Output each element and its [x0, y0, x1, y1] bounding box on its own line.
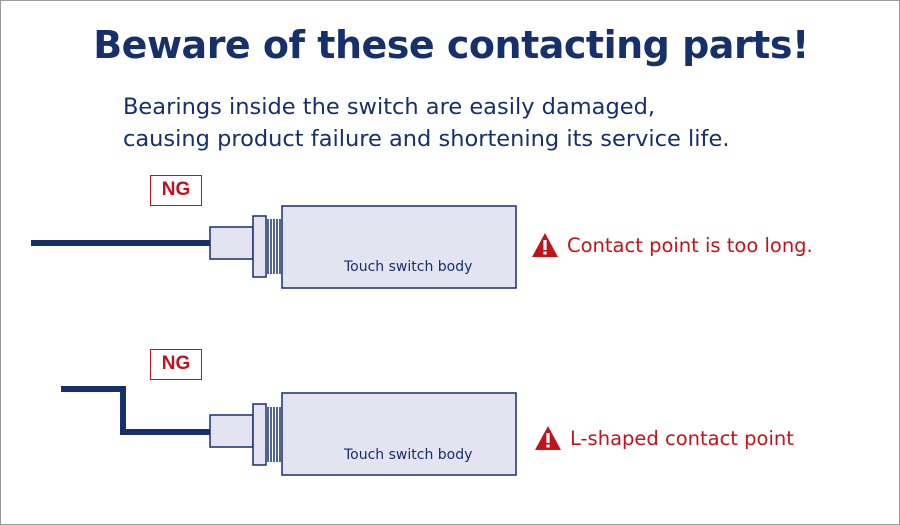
page-title: Beware of these contacting parts!	[93, 23, 809, 67]
touch-switch-body	[281, 392, 517, 476]
subtitle-line-2: causing product failure and shortening i…	[123, 126, 730, 152]
case-2-drawing	[61, 386, 517, 476]
switch-body-label: Touch switch body	[344, 447, 473, 463]
warning-text: L-shaped contact point	[570, 426, 794, 450]
warning-text: Contact point is too long.	[567, 233, 813, 257]
l-shaped-contact-rod	[61, 386, 213, 435]
ng-badge: NG	[150, 349, 202, 380]
case-1-drawing	[31, 205, 517, 289]
switch-thread	[267, 407, 281, 462]
warning-note: Contact point is too long.	[531, 232, 813, 258]
switch-thread	[267, 219, 281, 274]
switch-plunger-tip	[209, 414, 254, 448]
warning-triangle-icon	[532, 233, 558, 257]
switch-collar	[252, 403, 267, 466]
switch-collar	[252, 215, 267, 278]
ng-badge: NG	[150, 175, 202, 206]
subtitle: Bearings inside the switch are easily da…	[123, 91, 729, 155]
switch-plunger-tip	[209, 226, 254, 260]
switch-body-label: Touch switch body	[344, 259, 473, 275]
warning-note: L-shaped contact point	[534, 425, 794, 451]
warning-triangle-icon	[535, 426, 561, 450]
subtitle-line-1: Bearings inside the switch are easily da…	[123, 94, 656, 120]
touch-switch-body	[281, 205, 517, 289]
